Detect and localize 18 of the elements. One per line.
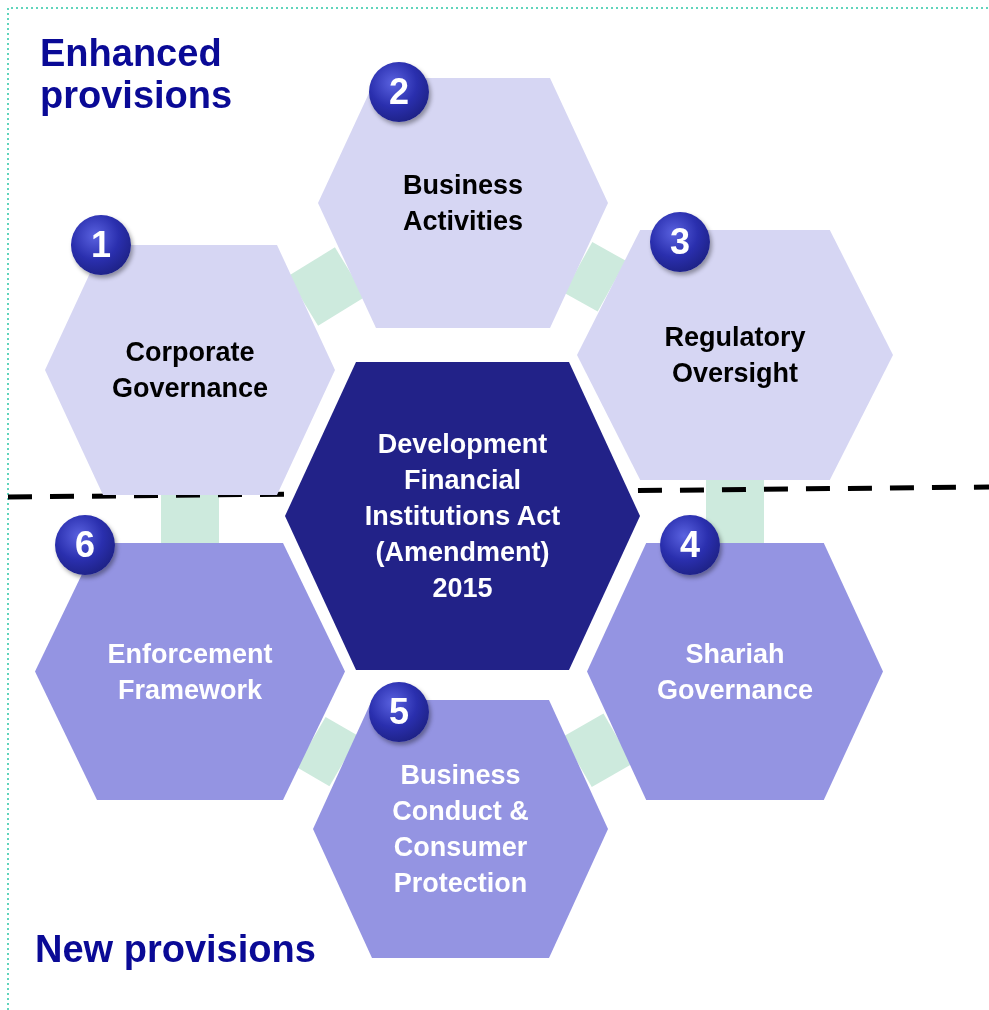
hexagon-label: Development Financial Institutions Act (Amendment) 2015: [363, 428, 562, 605]
connector-band: [564, 242, 626, 312]
hexagon-label: Business Conduct & Consumer Protection: [391, 759, 530, 900]
number-badge: 5: [369, 682, 429, 742]
number-badge: 3: [650, 212, 710, 272]
hexagon-label: Shariah Governance: [655, 637, 815, 707]
hexagon-label: Enforcement Framework: [106, 637, 274, 707]
connector-band: [161, 495, 219, 543]
hexagon-label: Business Activities: [401, 169, 525, 238]
number-badge: 1: [71, 215, 131, 275]
number-badge: 2: [369, 62, 429, 122]
hexagon-label: Regulatory Oversight: [663, 321, 807, 390]
hexagon-label: Corporate Governance: [110, 336, 270, 405]
number-badge: 6: [55, 515, 115, 575]
section-heading: New provisions: [35, 928, 317, 970]
section-heading: Enhanced provisions: [40, 32, 234, 116]
connector-band: [706, 480, 764, 543]
connector-band: [296, 716, 359, 787]
